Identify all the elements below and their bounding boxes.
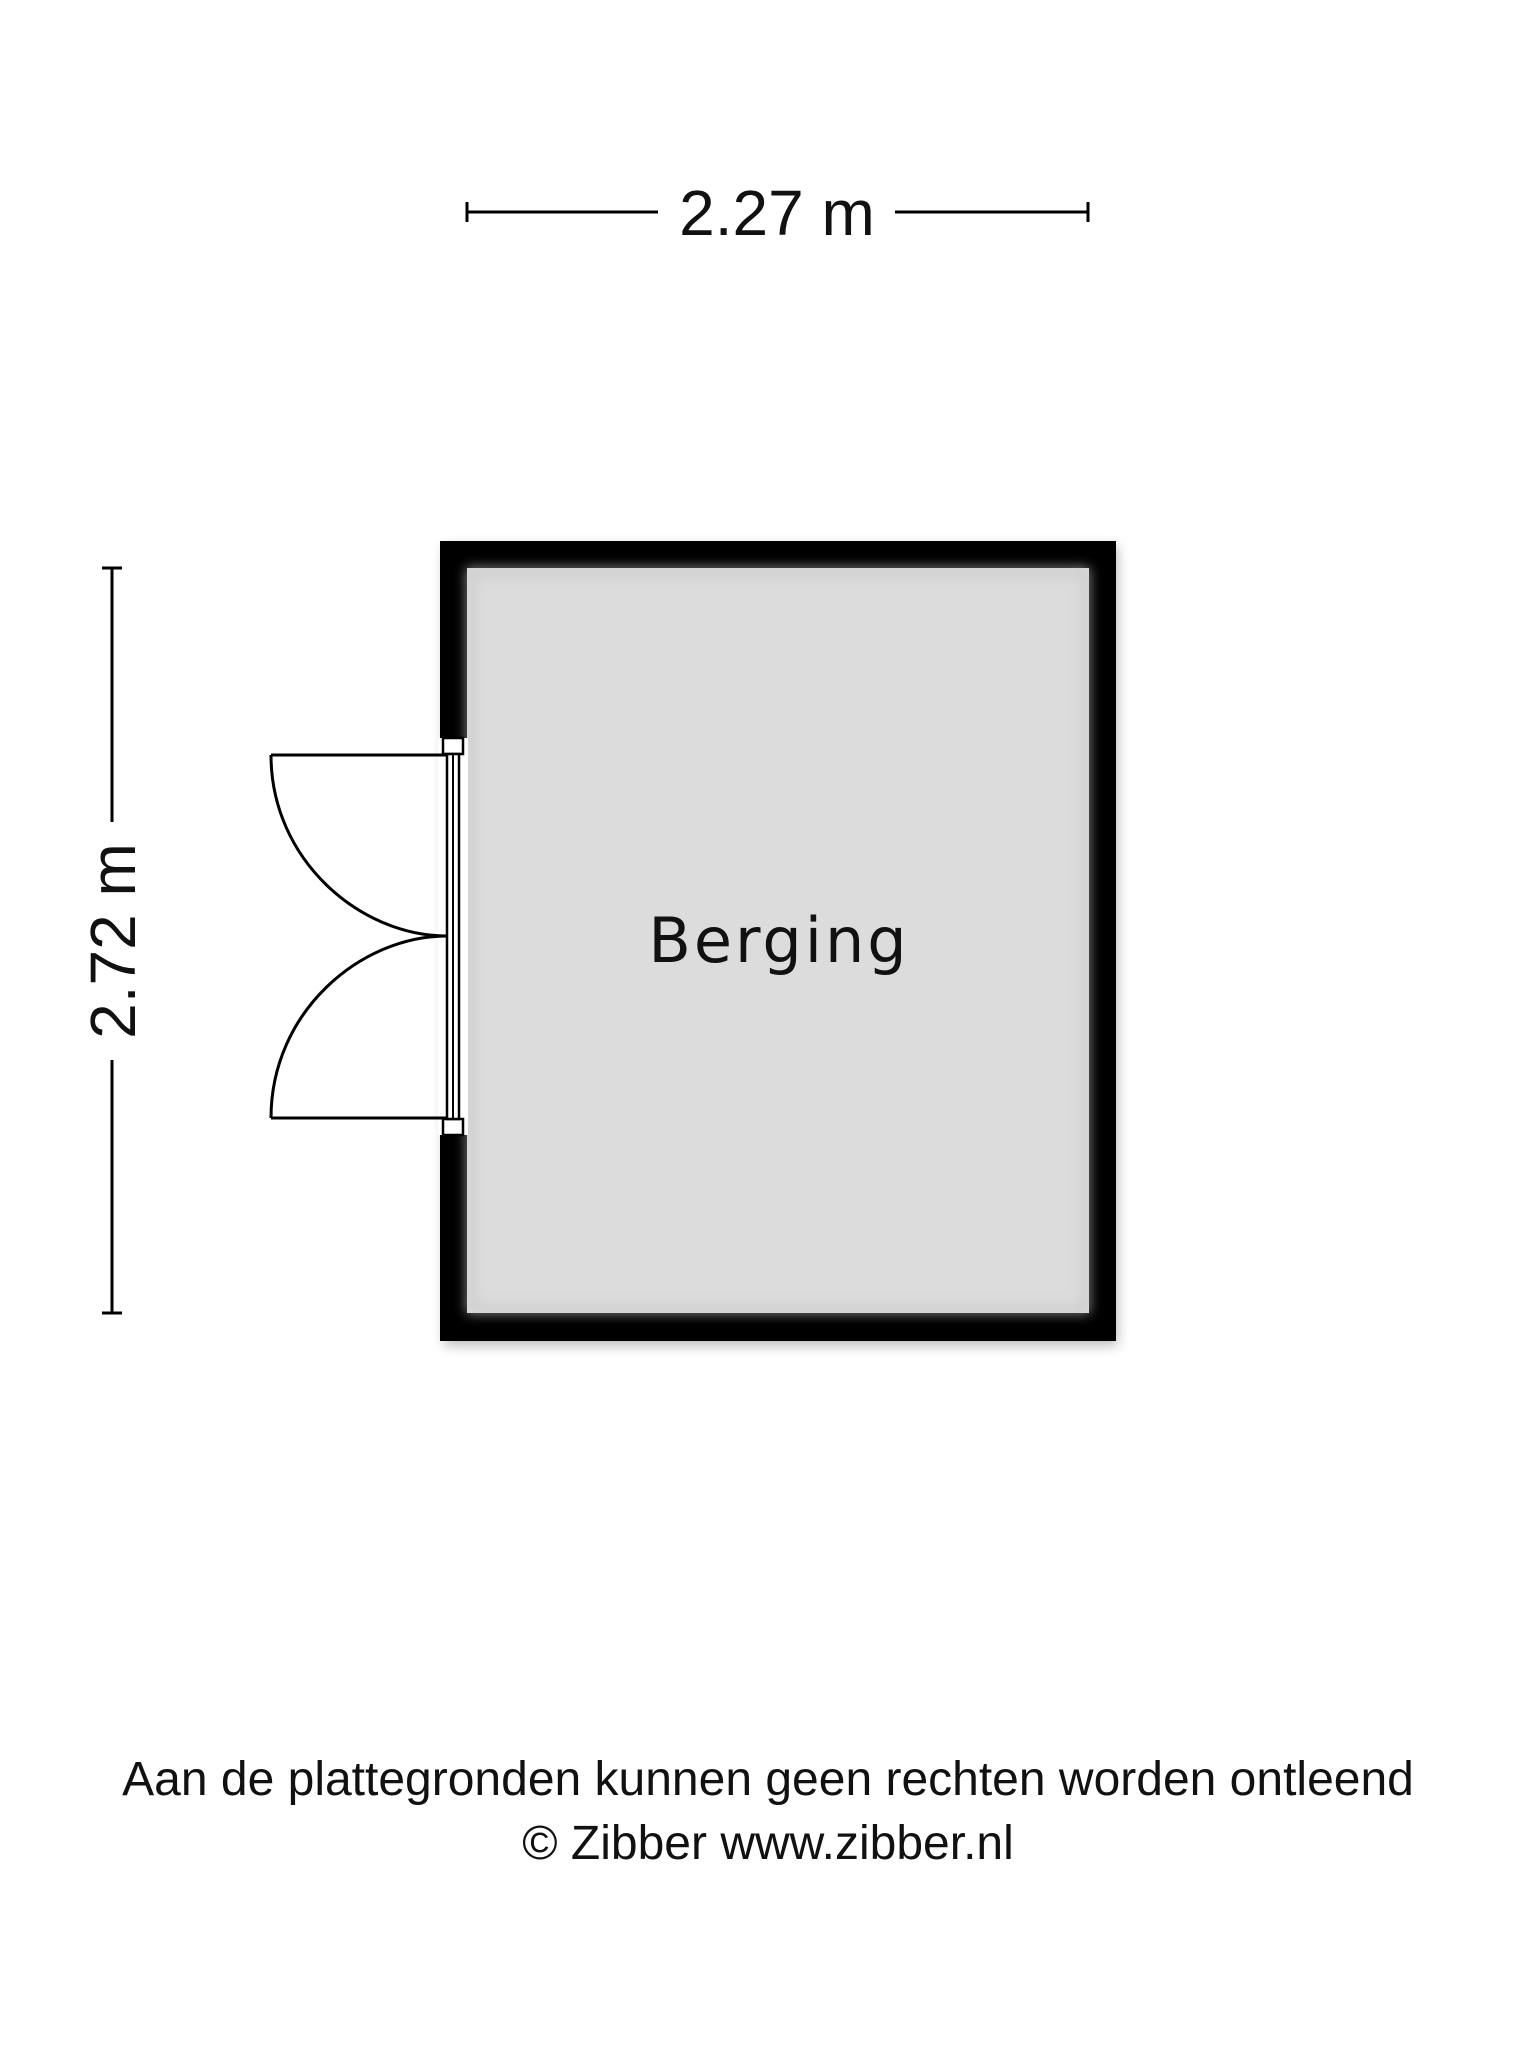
- width-dimension-label: 2.27 m: [679, 177, 875, 249]
- floor-inner-edge: [467, 568, 1089, 1313]
- floor: [467, 568, 1089, 1313]
- room-berging: Berging: [440, 541, 1118, 1346]
- footer-disclaimer: Aan de plattegronden kunnen geen rechten…: [122, 1753, 1414, 1806]
- height-dimension: 2.72 m: [77, 566, 149, 1315]
- double-door: [269, 736, 468, 1137]
- door-swing-arc-bottom: [269, 934, 448, 1119]
- door-swing-arc-top: [269, 754, 448, 938]
- height-dimension-label: 2.72 m: [77, 843, 149, 1039]
- width-dimension: 2.27 m: [465, 177, 1090, 249]
- room-label: Berging: [648, 904, 909, 977]
- door-jamb-bottom: [441, 1117, 465, 1137]
- footer-copyright: © Zibber www.zibber.nl: [522, 1817, 1014, 1870]
- door-jamb-top: [441, 736, 465, 756]
